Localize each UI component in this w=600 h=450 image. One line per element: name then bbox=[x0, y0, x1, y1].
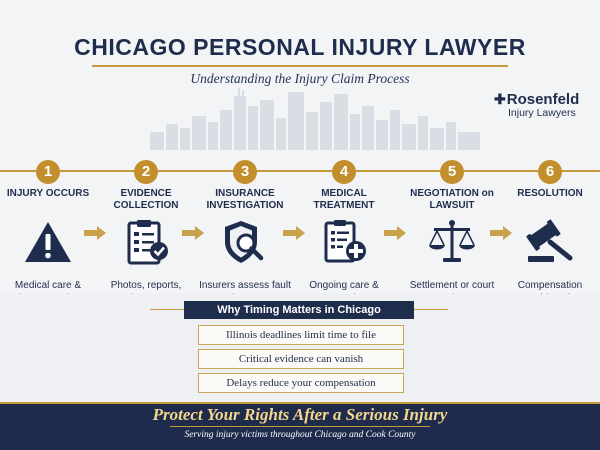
timeline-line bbox=[0, 170, 600, 172]
step-title: INJURY OCCURS bbox=[6, 188, 90, 199]
arrow-right-icon bbox=[182, 226, 204, 240]
process-step-3: 3 INSURANCE INVESTIGATION Insurers asses… bbox=[197, 160, 293, 305]
divider bbox=[170, 426, 430, 427]
warning-icon bbox=[25, 222, 71, 262]
step-number: 5 bbox=[440, 160, 464, 184]
step-number: 1 bbox=[36, 160, 60, 184]
firm-logo[interactable]: ✚ Rosenfeld Injury Lawyers bbox=[494, 92, 584, 120]
process-step-1: 1 INJURY OCCURS Medical care & documenta… bbox=[0, 160, 96, 305]
scales-icon bbox=[429, 220, 475, 262]
arrow-right-icon bbox=[283, 226, 305, 240]
step-number: 3 bbox=[233, 160, 257, 184]
timing-heading: Why Timing Matters in Chicago bbox=[184, 301, 414, 319]
process-step-2: 2 EVIDENCE COLLECTION Photos, reports, w… bbox=[98, 160, 194, 305]
divider bbox=[412, 309, 448, 310]
step-number: 6 bbox=[538, 160, 562, 184]
city-skyline-illustration bbox=[150, 88, 480, 150]
footer-title: Protect Your Rights After a Serious Inju… bbox=[152, 405, 448, 424]
process-step-4: 4 MEDICAL TREATMENT Ongoing care & recor… bbox=[296, 160, 392, 305]
shield-magnifier-icon bbox=[225, 221, 264, 263]
clipboard-check-icon bbox=[127, 220, 168, 265]
arrow-right-icon bbox=[490, 226, 512, 240]
arrow-right-icon bbox=[84, 226, 106, 240]
timing-item: Critical evidence can vanish bbox=[198, 349, 404, 369]
timing-item: Illinois deadlines limit time to file bbox=[198, 325, 404, 345]
cross-icon: ✚ bbox=[494, 91, 506, 107]
title-underline bbox=[92, 65, 508, 67]
process-step-6: 6 RESOLUTION Compensation achieved bbox=[502, 160, 598, 305]
divider bbox=[150, 309, 186, 310]
process-step-5: 5 NEGOTIATION on LAWSUIT Settlement or c… bbox=[404, 160, 500, 305]
logo-tagline: Injury Lawyers bbox=[508, 107, 576, 119]
step-number: 2 bbox=[134, 160, 158, 184]
medical-record-icon bbox=[324, 220, 366, 263]
step-title: NEGOTIATION on LAWSUIT bbox=[410, 188, 494, 211]
logo-name: Rosenfeld bbox=[506, 91, 580, 108]
step-number: 4 bbox=[332, 160, 356, 184]
divider bbox=[0, 402, 600, 404]
footer-subtitle: Serving injury victims throughout Chicag… bbox=[184, 430, 416, 440]
gavel-icon bbox=[526, 219, 573, 262]
step-title: INSURANCE INVESTIGATION bbox=[206, 188, 284, 211]
page-title: CHICAGO PERSONAL INJURY LAWYER bbox=[74, 34, 526, 60]
step-title: MEDICAL TREATMENT bbox=[313, 188, 375, 211]
page-subtitle: Understanding the Injury Claim Process bbox=[190, 71, 410, 86]
step-title: RESOLUTION bbox=[517, 188, 583, 199]
timing-item: Delays reduce your compensation bbox=[198, 373, 404, 393]
arrow-right-icon bbox=[384, 226, 406, 240]
step-title: EVIDENCE COLLECTION bbox=[113, 188, 179, 211]
